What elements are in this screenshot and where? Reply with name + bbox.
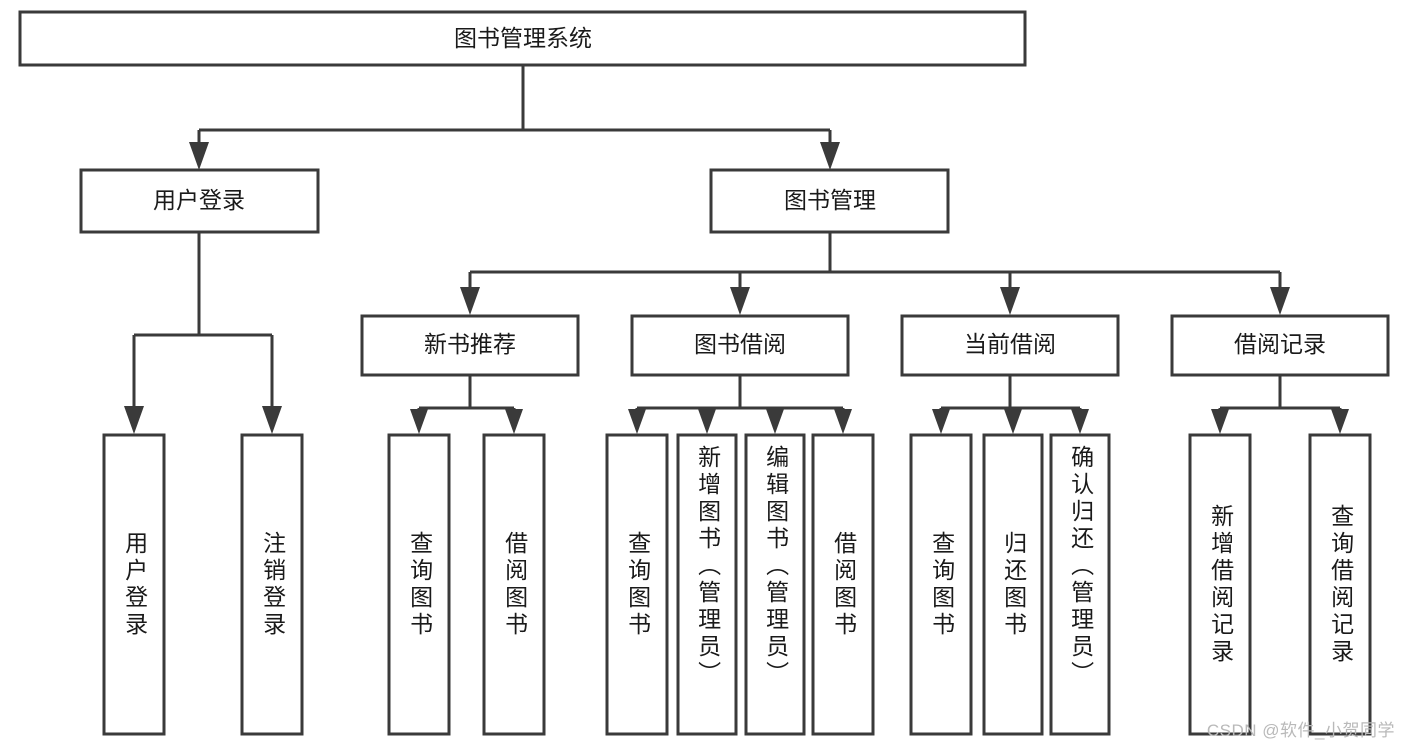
node-root-label: 图书管理系统 xyxy=(454,25,592,51)
node-root[interactable]: 图书管理系统 xyxy=(18,10,1027,67)
arrow-to-currentborrow xyxy=(1000,287,1020,315)
arrow-to-newbook xyxy=(460,287,480,315)
node-new-book-recommend-label: 新书推荐 xyxy=(424,331,516,357)
node-borrow-record-box[interactable] xyxy=(1170,314,1390,377)
leaf-box-borrow-book-2[interactable] xyxy=(811,433,875,736)
leaf-box-borrow-book-1[interactable] xyxy=(482,433,546,736)
node-user-login-label: 用户登录 xyxy=(153,187,245,213)
edges-layer xyxy=(124,65,1349,434)
node-current-borrow[interactable]: 当前借阅 xyxy=(900,314,1120,377)
leaf-box-add-book[interactable] xyxy=(676,433,738,736)
arrow-to-borrow-book-2 xyxy=(834,409,852,434)
leaf-box-logout[interactable] xyxy=(240,433,304,736)
leaf-box-edit-book[interactable] xyxy=(744,433,806,736)
arrow-to-query-record xyxy=(1331,409,1349,434)
arrow-to-borrowrecord xyxy=(1270,287,1290,315)
csdn-watermark: CSDN @软件_小贺同学 xyxy=(1206,721,1395,740)
leaf-box-query-book-1[interactable] xyxy=(387,433,451,736)
leaf-box-confirm-return[interactable] xyxy=(1049,433,1111,736)
node-user-login-box[interactable] xyxy=(79,168,320,234)
node-new-book-recommend-box[interactable] xyxy=(360,314,580,377)
arrow-to-query-book-2 xyxy=(628,409,646,434)
node-user-login[interactable]: 用户登录 xyxy=(79,168,320,234)
node-book-manage[interactable]: 图书管理 xyxy=(709,168,950,234)
arrow-to-query-book-3 xyxy=(932,409,950,434)
arrow-to-bookborrow xyxy=(730,287,750,315)
arrow-to-add-record xyxy=(1211,409,1229,434)
node-current-borrow-box[interactable] xyxy=(900,314,1120,377)
arrow-to-edit-book xyxy=(766,409,784,434)
node-book-borrow-box[interactable] xyxy=(630,314,850,377)
leaf-box-login[interactable] xyxy=(102,433,166,736)
node-book-manage-label: 图书管理 xyxy=(784,187,876,213)
leaf-box-query-book-3[interactable] xyxy=(909,433,973,736)
node-book-manage-box[interactable] xyxy=(709,168,950,234)
leaf-box-return-book[interactable] xyxy=(982,433,1044,736)
node-current-borrow-label: 当前借阅 xyxy=(964,331,1056,357)
node-book-borrow-label: 图书借阅 xyxy=(694,331,786,357)
leaf-box-query-book-2[interactable] xyxy=(605,433,669,736)
arrow-to-query-book-1 xyxy=(410,409,428,434)
arrow-to-borrow-book-1 xyxy=(505,409,523,434)
arrow-to-return-book xyxy=(1004,409,1022,434)
arrow-to-book-manage xyxy=(820,142,840,170)
arrow-to-logout xyxy=(262,406,282,434)
arrow-to-add-book xyxy=(698,409,716,434)
node-new-book-recommend[interactable]: 新书推荐 xyxy=(360,314,580,377)
arrow-to-confirm-return xyxy=(1071,409,1089,434)
node-borrow-record-label: 借阅记录 xyxy=(1234,331,1326,357)
leaf-box-query-record[interactable] xyxy=(1308,433,1372,736)
arrow-to-user-login xyxy=(189,142,209,170)
node-root-box[interactable] xyxy=(18,10,1027,67)
arrow-to-login xyxy=(124,406,144,434)
node-borrow-record[interactable]: 借阅记录 xyxy=(1170,314,1390,377)
leaf-box-add-record[interactable] xyxy=(1188,433,1252,736)
leaf-boxes-layer xyxy=(102,433,1372,736)
node-book-borrow[interactable]: 图书借阅 xyxy=(630,314,850,377)
